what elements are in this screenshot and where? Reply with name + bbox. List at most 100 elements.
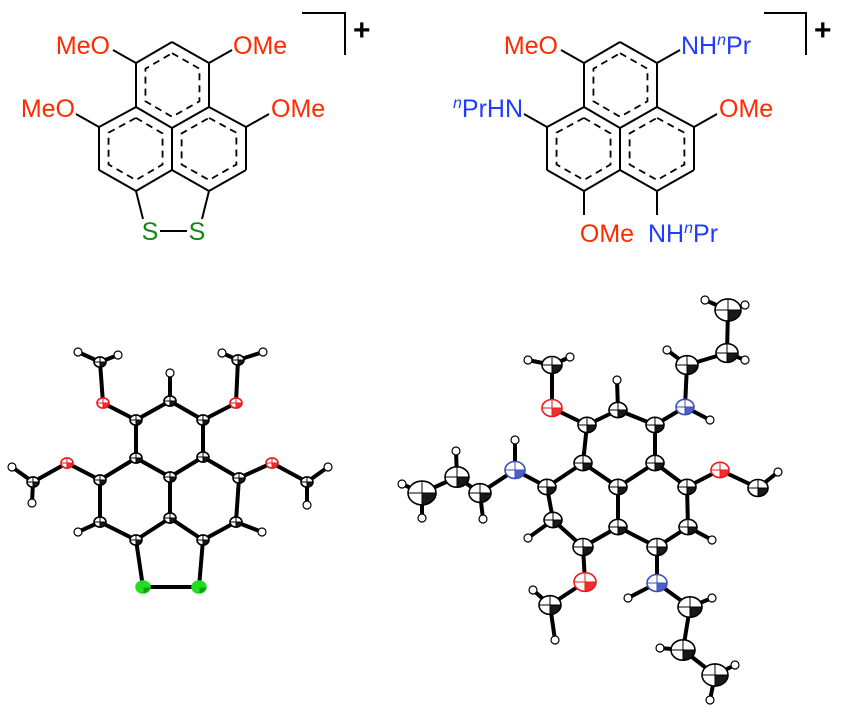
hydrogen-atom (740, 355, 750, 365)
carbon-atom (93, 516, 107, 528)
carbon-atom (714, 298, 742, 322)
substituent-bond (693, 113, 718, 128)
carbon-atom (678, 518, 698, 536)
charge-bracket (302, 12, 346, 55)
aromatic-ring-dashes (628, 116, 686, 182)
carbon-atom (675, 354, 699, 376)
carbon-atom (572, 537, 594, 557)
carbon-atom (93, 356, 107, 368)
hydrogen-atom (740, 300, 750, 310)
aromatic-ring-dashes (180, 116, 238, 182)
nitrogen-atom (646, 573, 668, 593)
nitrogen-atom (675, 398, 695, 416)
bond (208, 169, 247, 192)
hydrogen-atom (323, 462, 333, 472)
carbon-atom (407, 480, 437, 506)
carbon-atom (670, 638, 696, 661)
carbon-atom (196, 451, 210, 463)
substituent-bond (560, 49, 585, 64)
hydrogen-atom (773, 467, 783, 477)
bond (583, 169, 621, 192)
ortep-bond (98, 361, 105, 404)
bond (546, 169, 585, 192)
hydrogen-atom (7, 462, 17, 472)
hydrogen-atom (258, 347, 268, 357)
bond (135, 106, 173, 129)
hydrogen-atom (700, 295, 710, 305)
substituent-bond (112, 49, 137, 64)
carbon-atom (129, 534, 143, 546)
bond (171, 106, 210, 129)
carbon-atom (196, 414, 210, 426)
hydrogen-atom (705, 695, 715, 705)
ortep-bond (168, 516, 205, 542)
bond (135, 41, 173, 64)
substituent-bond (208, 49, 233, 64)
carbon-atom (608, 401, 628, 419)
carbon-atom (608, 478, 628, 496)
ortep-bond (134, 539, 145, 588)
carbon-atom (543, 511, 563, 529)
oxygen-atom (60, 457, 74, 469)
hydrogen-atom (165, 368, 175, 378)
aminophenalenyl-cation-structure (523, 41, 718, 215)
ortep-bond (201, 455, 241, 480)
substituent-bond (201, 190, 210, 220)
carbon-atom (677, 595, 703, 618)
hydrogen-atom (73, 347, 83, 357)
oxygen-atom (229, 397, 243, 409)
label-ome-bottom: OMe (580, 220, 634, 248)
carbon-atom (232, 472, 246, 484)
aromatic-ring-dashes (144, 52, 201, 118)
bond (98, 169, 137, 192)
ortep-bond (271, 461, 308, 484)
hydrogen-atom (707, 535, 717, 545)
sulfur-atom (135, 580, 151, 594)
aromatic-ring-dashes (107, 116, 164, 182)
label-ome-mid-right: OMe (271, 95, 325, 123)
crystal-structure-right (397, 295, 783, 705)
hydrogen-atom (217, 348, 227, 358)
hydrogen-atom (623, 593, 633, 603)
carbon-atom (541, 355, 563, 375)
hydrogen-atom (523, 355, 533, 365)
carbon-atom (444, 465, 470, 488)
bond (583, 41, 621, 64)
bond (546, 106, 585, 128)
bond (619, 41, 658, 64)
label-ome-mid-right: OMe (719, 95, 773, 123)
carbon-atom (577, 416, 597, 434)
carbon-atom (26, 476, 40, 488)
carbon-atom (129, 452, 143, 464)
charge-sign: + (814, 14, 832, 47)
carbon-atom (608, 518, 628, 536)
hydrogen-atom (27, 498, 37, 508)
hydrogen-atom (397, 479, 407, 489)
hydrogen-atom (705, 415, 715, 425)
substituent-bond (245, 113, 270, 128)
oxygen-atom (541, 398, 563, 418)
nitrogen-atom (504, 460, 526, 480)
aromatic-ring-dashes (555, 116, 612, 182)
hydrogen-atom (417, 513, 427, 523)
carbon-atom (573, 454, 593, 472)
hydrogen-atom (655, 643, 665, 653)
hydrogen-atom (510, 435, 520, 445)
hydrogen-atom (528, 585, 538, 595)
oxygen-atom (710, 461, 730, 479)
bond (656, 106, 695, 128)
oxygen-atom (96, 397, 110, 409)
carbon-atom (677, 478, 697, 496)
label-nhpr-top-right: NHnPr (681, 32, 751, 60)
substituent-bond (135, 190, 144, 220)
hydrogen-atom (707, 593, 717, 603)
hydrogen-atom (523, 533, 533, 543)
label-meo-mid-left: MeO (21, 95, 75, 123)
hydrogen-atom (257, 527, 267, 537)
ortep-bond (99, 520, 137, 542)
carbon-atom (229, 516, 243, 528)
hydrogen-atom (550, 635, 560, 645)
bond (98, 106, 137, 128)
oxygen-atom (573, 571, 597, 593)
